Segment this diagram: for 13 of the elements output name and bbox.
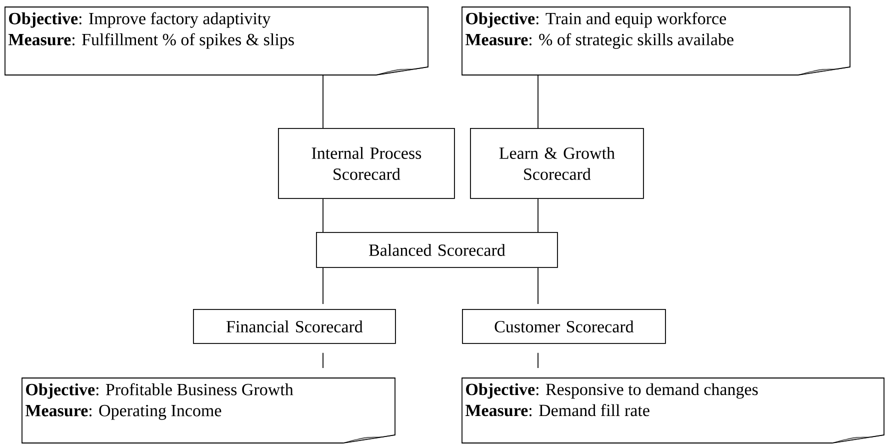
scorecard-box: Financial Scorecard [193, 309, 396, 344]
note-box: Objective: Train and equip workforce Measure: % of strategic skills availabe [462, 6, 850, 76]
note-box: Objective: Improve factory adaptivity Measure: Fulfillment % of spikes & slips [4, 6, 428, 76]
note-box: Objective: Profitable Business Growth Measure: Operating Income [22, 378, 396, 444]
scorecard-box: Internal Process Scorecard [278, 128, 455, 199]
scorecard-box: Learn & Growth Scorecard [470, 128, 644, 199]
connector-line [322, 198, 324, 232]
scorecard-box: Customer Scorecard [462, 309, 666, 344]
note-box: Objective: Responsive to demand changes Measure: Demand fill rate [462, 378, 884, 444]
scorecard-box: Balanced Scorecard [316, 232, 558, 268]
connector-line [322, 267, 324, 304]
connector-line [322, 352, 324, 368]
connector-line [322, 74, 324, 128]
